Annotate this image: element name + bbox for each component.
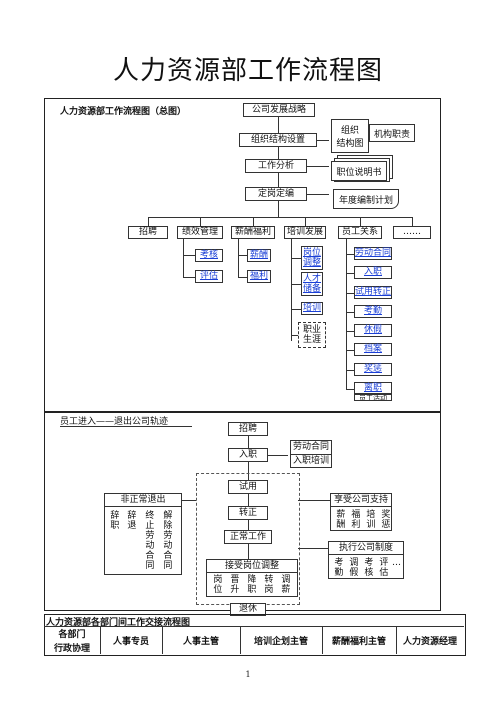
org-duty-doc-text: 机构职责 — [373, 129, 410, 140]
entry-doc-training: 入职培训 — [292, 455, 329, 466]
rel-item-archive[interactable]: 档案 — [354, 343, 392, 356]
adjust-item-demote: 降职 — [245, 574, 256, 594]
strategy-box: 公司发展战略 — [243, 103, 315, 117]
branch-training: 培训发展 — [284, 226, 326, 239]
branch-compensation: 薪酬福利 — [231, 226, 275, 239]
abnormal-item-dismiss: 辞退 — [125, 510, 136, 530]
rel-item-leave[interactable]: 休假 — [354, 324, 392, 337]
org-setup-box: 组织结构设置 — [239, 133, 317, 147]
job-analysis-box: 工作分析 — [245, 159, 307, 173]
branch-performance: 绩效管理 — [177, 226, 223, 239]
policy-item-attendance: 考勤 — [332, 557, 343, 577]
overview-label: 人力资源部工作流程图（总图） — [60, 107, 187, 117]
annual-plan-doc-text: 年度编制计划 — [338, 195, 393, 206]
job-desc-doc: 职位说明书 — [331, 161, 387, 181]
policy-title: 执行公司制度 — [329, 542, 403, 556]
page-number: 1 — [245, 670, 251, 679]
track-regular: 转正 — [228, 506, 268, 520]
track-recruit: 招聘 — [228, 422, 268, 436]
handover-corner-bottom: 行政协理 — [53, 643, 90, 654]
policy-item-evaluate: 评估 — [377, 557, 388, 577]
handover-col-manager: 人力资源经理 — [402, 636, 457, 647]
rel-item-attendance[interactable]: 考勤 — [354, 305, 392, 318]
handover-label: 人力资源部各部门间工作交接流程图 — [46, 618, 191, 628]
track-entry: 入职 — [228, 448, 268, 462]
rel-item-activities: 员工活动 — [354, 394, 392, 401]
entry-doc-contract: 劳动合同 — [292, 441, 329, 452]
adjust-item-transfer: 转岗 — [262, 574, 273, 594]
handover-corner-top: 各部门 — [58, 629, 86, 640]
rel-item-leave-job[interactable]: 离职 — [354, 382, 392, 394]
train-item-post-adjust[interactable]: 岗位 调整 — [301, 246, 323, 270]
policy-item-holiday: 调假 — [347, 557, 358, 577]
rel-item-entry[interactable]: 入职 — [354, 266, 392, 279]
support-title: 享受公司支持 — [331, 494, 391, 508]
policy-item-assess: 考核 — [362, 557, 373, 577]
rel-item-reward[interactable]: 奖惩 — [354, 363, 392, 376]
track-retire: 退休 — [230, 603, 266, 616]
handover-col-compensation: 薪酬福利主管 — [331, 636, 386, 647]
org-chart-doc: 组织 结构图 — [331, 119, 369, 153]
org-duty-doc: 机构职责 — [369, 124, 415, 142]
branch-relations: 员工关系 — [338, 226, 382, 239]
adjust-box: 接受岗位调整 岗位 晋升 降职 转岗 调薪 — [206, 559, 298, 597]
adjust-item-salary: 调薪 — [279, 574, 290, 594]
track-probation: 试用 — [228, 480, 268, 494]
page-title: 人力资源部工作流程图 — [112, 56, 383, 86]
perf-item-assess[interactable]: 考核 — [195, 249, 223, 262]
abnormal-exit-box: 非正常退出 辞职 辞退 终止劳动合同 解除劳动合同 — [104, 493, 182, 575]
annual-plan-doc: 年度编制计划 — [333, 189, 399, 209]
support-box: 享受公司支持 薪酬 福利 培训 奖惩 — [330, 493, 392, 531]
abnormal-item-resign: 辞职 — [108, 510, 119, 530]
job-desc-doc-text: 职位说明书 — [336, 167, 382, 178]
org-chart-doc-text: 组织 结构图 — [336, 126, 364, 149]
entry-docs: 劳动合同 入职培训 — [290, 440, 332, 468]
support-item-salary: 薪酬 — [334, 509, 345, 529]
train-item-career: 职业 生涯 — [298, 322, 326, 348]
abnormal-exit-title: 非正常退出 — [105, 494, 181, 508]
branch-more: …… — [393, 226, 431, 239]
overview-frame — [44, 98, 441, 413]
handover-col-supervisor: 人事主管 — [182, 636, 219, 647]
handover-col-staff: 人事专员 — [112, 636, 149, 647]
branch-recruit: 招聘 — [128, 226, 168, 239]
policy-box: 执行公司制度 考勤 调假 考核 评估 … — [328, 541, 404, 579]
support-item-welfare: 福利 — [349, 509, 360, 529]
abnormal-item-rescind: 解除劳动合同 — [161, 510, 172, 570]
support-item-training: 培训 — [364, 509, 375, 529]
comp-item-welfare[interactable]: 福利 — [247, 270, 271, 283]
staffing-box: 定岗定编 — [245, 187, 307, 201]
train-item-talent-reserve[interactable]: 人才 储备 — [301, 272, 323, 296]
abnormal-item-terminate: 终止劳动合同 — [143, 510, 154, 570]
handover-col-training: 培训企划主管 — [253, 636, 308, 647]
perf-item-evaluate[interactable]: 评估 — [195, 270, 223, 283]
track-label: 员工进入——退出公司轨迹 — [60, 417, 169, 427]
train-item-training[interactable]: 培训 — [301, 302, 323, 315]
rel-item-contract[interactable]: 劳动合同 — [354, 247, 392, 260]
rel-item-probation[interactable]: 试用转正 — [354, 286, 392, 299]
support-item-reward: 奖惩 — [379, 509, 390, 529]
handover-frame — [44, 614, 466, 656]
policy-item-more: … — [392, 558, 401, 568]
adjust-title: 接受岗位调整 — [207, 560, 297, 574]
track-normal-work: 正常工作 — [224, 530, 272, 544]
comp-item-salary[interactable]: 薪酬 — [247, 249, 271, 262]
adjust-item-post: 岗位 — [211, 574, 222, 594]
adjust-item-promote: 晋升 — [228, 574, 239, 594]
